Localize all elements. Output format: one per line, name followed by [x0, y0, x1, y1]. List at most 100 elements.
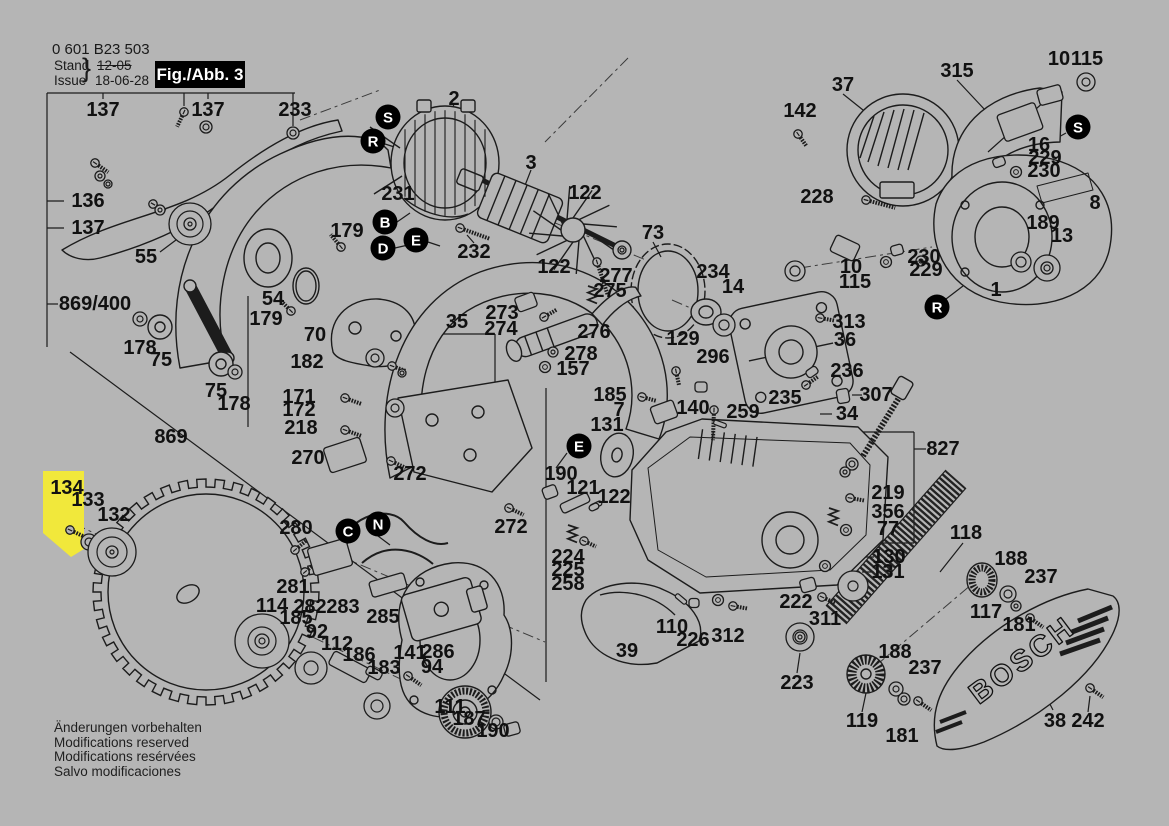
- stand-date-struck: 12-05: [97, 58, 132, 73]
- part-label-229: 229: [1028, 147, 1061, 169]
- part-label-39: 39: [616, 640, 638, 662]
- part-label-185: 185: [279, 607, 312, 629]
- part-label-119: 119: [846, 710, 878, 732]
- washer-icon: [1040, 261, 1054, 275]
- part-label-10: 10: [840, 256, 862, 278]
- block-part-icon: [649, 399, 679, 425]
- motor-housing-1: [933, 154, 1113, 306]
- block-part-icon: [835, 387, 851, 405]
- washer-icon: [154, 204, 166, 216]
- part-label-178: 178: [123, 337, 156, 359]
- part-label-179: 179: [330, 220, 363, 242]
- nut-icon: [879, 255, 893, 269]
- guard-mount-plate: [397, 379, 533, 493]
- washer-disc-131: [599, 432, 635, 478]
- part-label-121: 121: [566, 477, 599, 499]
- washer-icon: [286, 126, 300, 140]
- part-label-115: 115: [839, 271, 871, 293]
- callout-E: E: [566, 433, 592, 459]
- part-label-171: 171: [282, 386, 315, 408]
- part-label-131: 131: [590, 414, 623, 436]
- part-label-75: 75: [205, 380, 227, 402]
- cover-stripes-lower: [935, 710, 967, 734]
- part-label-132: 132: [97, 504, 130, 526]
- part-label-34: 34: [836, 403, 859, 425]
- part-label-219: 219: [871, 482, 904, 504]
- part-label-270: 270: [291, 447, 324, 469]
- part-label-281: 281: [276, 576, 309, 598]
- cover-stripes: [1059, 604, 1113, 657]
- part-label-3: 3: [525, 152, 536, 174]
- notice-line-de: Änderungen vorbehalten: [54, 720, 202, 735]
- screw-icon: [539, 308, 558, 322]
- screw-icon: [278, 298, 296, 316]
- washer-icon: [839, 466, 851, 478]
- part-label-141: 141: [393, 642, 426, 664]
- pin-icon: [713, 419, 727, 429]
- notice-line-en: Modifications reserved: [54, 734, 190, 750]
- callout-B: B: [372, 209, 398, 235]
- spring-icon: [826, 507, 841, 527]
- part-label-70: 70: [304, 324, 326, 346]
- screw-icon: [455, 223, 491, 241]
- screw-icon: [175, 107, 189, 128]
- screw-icon: [637, 392, 657, 403]
- part-label-35: 35: [446, 311, 468, 333]
- part-label-2: 2: [448, 88, 459, 110]
- part-label-228: 228: [800, 186, 833, 208]
- screw-icon: [709, 405, 719, 441]
- part-label-276: 276: [577, 321, 610, 343]
- screw-icon: [801, 374, 820, 390]
- screw-icon: [290, 538, 308, 555]
- issue-date: 18-06-28: [95, 73, 150, 88]
- part-label-129: 129: [666, 328, 699, 350]
- part-label-110: 110: [656, 616, 688, 638]
- part-label-230: 230: [907, 246, 940, 268]
- screw-icon: [340, 425, 362, 438]
- block-part-icon: [996, 102, 1044, 142]
- washer-icon: [363, 692, 391, 720]
- washer-icon: [999, 585, 1017, 603]
- spindle-rod-827: [860, 375, 914, 458]
- part-label-137: 137: [191, 99, 224, 121]
- small-parts-layer: [65, 72, 1105, 737]
- screw-icon: [90, 158, 110, 174]
- fan-cover-37: [846, 93, 960, 207]
- part-label-282: 282: [293, 596, 326, 618]
- part-label-122: 122: [568, 182, 601, 204]
- svg-text:R: R: [368, 134, 379, 151]
- washer-icon: [794, 631, 806, 643]
- part-label-16: 16: [1028, 134, 1050, 156]
- callout-R: R: [924, 294, 950, 320]
- screw-icon: [504, 503, 525, 517]
- part-label-55: 55: [135, 246, 157, 268]
- washer-icon: [183, 217, 197, 231]
- part-label-94: 94: [421, 656, 444, 678]
- svg-text:R: R: [932, 300, 943, 317]
- callout-C: C: [335, 518, 361, 544]
- svg-text:N: N: [373, 517, 384, 534]
- part-label-285: 285: [366, 606, 399, 628]
- flange-ring-54: [292, 267, 320, 305]
- figure-number-box: Fig./Abb. 3: [155, 61, 245, 88]
- part-label-13: 13: [1051, 225, 1073, 247]
- part-label-117: 117: [970, 601, 1002, 623]
- part-label-185: 185: [593, 384, 626, 406]
- callout-R: R: [360, 128, 386, 154]
- nut-icon: [538, 360, 552, 374]
- svg-text:E: E: [411, 233, 421, 250]
- block-part-icon: [559, 492, 591, 514]
- pivot-bar-869: [147, 279, 235, 377]
- block-part-icon: [541, 484, 559, 500]
- part-label-1: 1: [990, 279, 1001, 301]
- part-label-115: 115: [1071, 48, 1103, 70]
- part-label-7: 7: [613, 399, 624, 421]
- part-label-258: 258: [551, 573, 584, 595]
- part-label-222: 222: [779, 591, 812, 613]
- nut-icon: [711, 593, 725, 607]
- screw-icon: [815, 313, 836, 323]
- screw-icon: [671, 366, 682, 387]
- part-label-186: 186: [342, 644, 375, 666]
- roller: [147, 314, 173, 340]
